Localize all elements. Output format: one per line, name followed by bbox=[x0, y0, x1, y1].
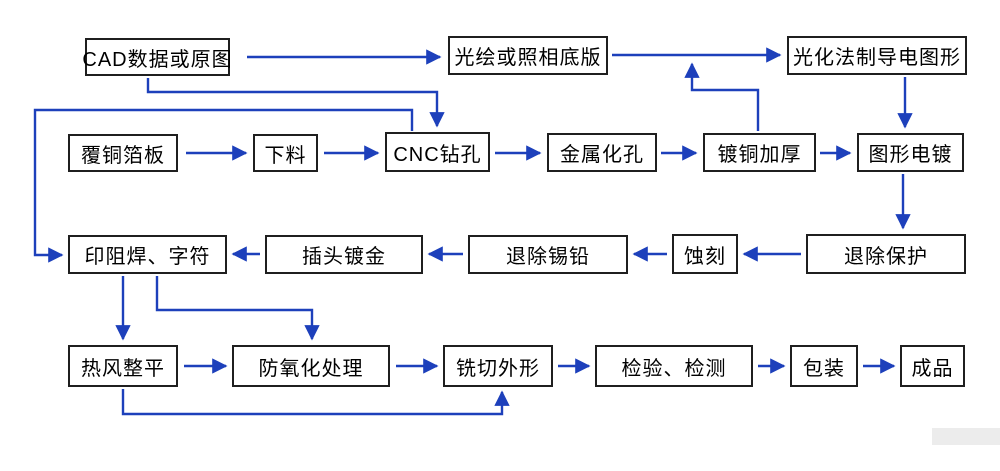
node-final: 成品 bbox=[900, 345, 965, 387]
node-ccl: 覆铜箔板 bbox=[68, 134, 178, 172]
node-pth: 金属化孔 bbox=[547, 133, 657, 172]
node-pattern: 图形电镀 bbox=[857, 133, 964, 172]
node-copper: 镀铜加厚 bbox=[703, 133, 816, 172]
edge-copper-photochem-merge bbox=[684, 62, 760, 131]
edge-cad-cnc bbox=[146, 78, 445, 128]
node-blanking: 下料 bbox=[253, 134, 318, 172]
node-cad: CAD数据或原图 bbox=[82, 38, 232, 76]
node-etch: 蚀刻 bbox=[672, 234, 738, 274]
node-pack: 包装 bbox=[790, 345, 858, 387]
node-inspect: 检验、检测 bbox=[595, 345, 753, 387]
edge-mask-antiox bbox=[155, 276, 320, 341]
node-striptin: 退除锡铅 bbox=[468, 235, 628, 274]
edge-cnc-mask bbox=[33, 108, 414, 263]
node-rout: 铣切外形 bbox=[443, 345, 553, 387]
node-film: 光绘或照相底版 bbox=[448, 36, 608, 75]
node-hasl: 热风整平 bbox=[68, 345, 178, 387]
node-mask: 印阻焊、字符 bbox=[68, 235, 227, 274]
node-cnc: CNC钻孔 bbox=[385, 132, 490, 172]
node-gold: 插头镀金 bbox=[265, 235, 423, 274]
node-photochem: 光化法制导电图形 bbox=[787, 36, 967, 75]
node-antiox: 防氧化处理 bbox=[232, 345, 390, 387]
edge-hasl-rout bbox=[121, 389, 510, 416]
watermark-remnant bbox=[932, 428, 1000, 445]
node-stripresist: 退除保护 bbox=[806, 234, 966, 274]
